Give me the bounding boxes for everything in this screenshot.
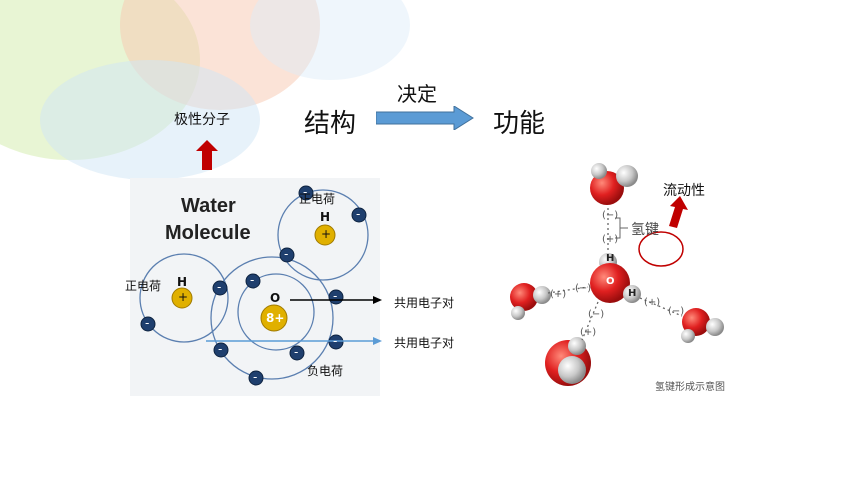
partial-charge-label: (+): [550, 289, 567, 300]
hydrogen-left-symbol: H: [177, 275, 188, 289]
electron: [279, 247, 295, 263]
partial-charge-label: (+): [644, 297, 661, 308]
h-right-atom-label: H: [628, 288, 637, 299]
electron-sign: -: [253, 370, 258, 384]
electron-sign: -: [284, 247, 289, 261]
fluidity-label: 流动性: [663, 183, 705, 199]
positive-charge-top-label: 正电荷: [299, 192, 336, 206]
electron: [298, 185, 314, 201]
structure-label: 结构: [304, 109, 357, 139]
partial-charge-label: (−): [668, 306, 685, 317]
hydrogen-atom: [558, 356, 586, 384]
partial-charge-label: (−): [588, 309, 605, 320]
hydrogen-top-charge: +: [321, 227, 332, 241]
electron-sign: -: [356, 207, 361, 221]
orbit-oxygen-inner: [237, 273, 315, 351]
oxygen-atom-center: [590, 263, 630, 303]
hydrogen-atom: [533, 286, 551, 304]
o-atom-label: O: [606, 276, 615, 287]
water-title-line1: Water: [181, 195, 236, 217]
water-title-line2: Molecule: [165, 222, 251, 244]
positive-charge-left-label: 正电荷: [125, 279, 162, 293]
partial-charge-label: (+): [580, 327, 597, 338]
hydrogen-atom: [623, 285, 641, 303]
background-decoration: [0, 0, 860, 200]
shared-pair-label-1: 共用电子对: [394, 296, 455, 310]
up-arrow-red-right: [669, 196, 688, 228]
function-label: 功能: [493, 109, 546, 139]
orbit-oxygen-outer: [210, 256, 334, 380]
oxygen-atom-left: [510, 283, 538, 311]
h-atom-label: H: [606, 253, 615, 264]
partial-charge-label: (+): [602, 234, 619, 245]
electron-sign: -: [250, 273, 255, 287]
oxygen-symbol: O: [270, 291, 281, 305]
nucleus-hydrogen-top: [314, 224, 336, 246]
hydrogen-bond-label: 氢键: [631, 222, 659, 238]
orbit-hydrogen-top: [277, 189, 369, 281]
hydrogen-atom: [681, 329, 695, 343]
right-arrow-blue: [376, 106, 474, 130]
electron-sign: -: [303, 185, 308, 199]
electron: [245, 273, 261, 289]
oxygen-charge: 8+: [266, 311, 285, 325]
polar-molecule-label: 极性分子: [174, 112, 230, 128]
electron: [289, 345, 305, 361]
electron-sign: -: [218, 342, 223, 356]
shared-pair-label-2: 共用电子对: [394, 336, 455, 350]
oxygen-atom-right: [682, 308, 710, 336]
hydrogen-atom: [568, 337, 586, 355]
electron-sign: -: [145, 316, 150, 330]
nucleus-oxygen: [260, 304, 288, 332]
electron-sign: -: [333, 289, 338, 303]
nucleus-hydrogen-left: [171, 287, 193, 309]
electron: [328, 334, 344, 350]
diagram-caption: 氢键形成示意图: [655, 382, 725, 393]
electron-sign: -: [217, 280, 222, 294]
highlight-ellipse: [638, 231, 684, 267]
hydrogen-top-symbol: H: [320, 210, 331, 224]
hydrogen-left-charge: +: [178, 290, 189, 304]
electron: [351, 207, 367, 223]
orbit-hydrogen-left: [139, 253, 229, 343]
electron-sign: -: [294, 345, 299, 359]
electron-sign: -: [333, 334, 338, 348]
determines-label: 决定: [397, 82, 437, 106]
partial-charge-label: (−): [602, 210, 619, 221]
hydrogen-atom: [616, 165, 638, 187]
hydrogen-atom: [591, 163, 607, 179]
electron: [140, 316, 156, 332]
negative-charge-label: 负电荷: [307, 364, 344, 378]
up-arrow-red-left: [196, 140, 218, 170]
oxygen-atom-top: [590, 171, 624, 205]
electron: [212, 280, 228, 296]
electron: [213, 342, 229, 358]
hydrogen-atom: [706, 318, 724, 336]
partial-charge-label: (−): [575, 283, 592, 294]
electron: [248, 370, 264, 386]
hydrogen-atom: [511, 306, 525, 320]
